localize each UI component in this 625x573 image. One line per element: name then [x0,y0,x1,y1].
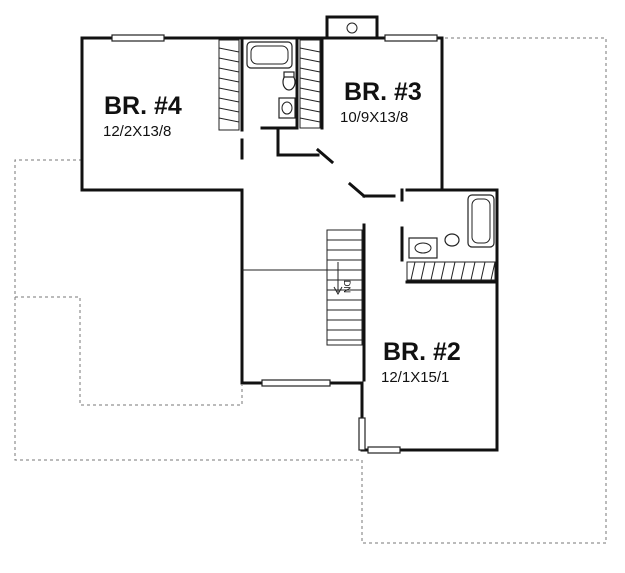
stair-arrow-head [333,286,343,296]
closet-br4-rods [218,47,240,123]
bathtub-upper-inner [250,45,289,65]
door-br2 [347,181,367,199]
porch-outline [15,296,243,406]
stair-outline [326,229,363,346]
closet-br3 [299,39,321,129]
bathtub-lower [467,194,495,248]
toilet-upper-tank [283,71,295,78]
wall-br4-outer [80,36,499,452]
chimney [325,15,379,40]
roof-outline-right [361,37,607,544]
closet-br4 [218,39,240,131]
windows [111,34,438,454]
room-labels: BR. #4 12/2X13/8 BR. #3 10/9X13/8 BR. #2… [103,78,461,386]
window-br3 [384,34,438,42]
door-br3 [315,147,335,165]
room-name-br2: BR. #2 [383,338,461,366]
staircase: DN [326,229,363,346]
sink-lower [408,237,438,259]
closet-br3-rods [299,47,321,123]
wall-linen [276,128,320,157]
doors [315,147,396,199]
interior-walls [240,36,499,382]
room-size-br4: 12/2X13/8 [103,123,171,140]
roof-outline [14,37,607,544]
room-name-br4: BR. #4 [104,92,182,120]
bathtub-lower-inner [471,198,491,244]
chimney-flue [346,22,358,34]
sink-upper [278,97,296,119]
room-size-br3: 10/9X13/8 [340,109,408,126]
stair-direction-label: DN [342,280,352,293]
room-size-br2: 12/1X15/1 [381,369,449,386]
window-br2-side [358,417,366,451]
sink-upper-basin [281,101,293,115]
closet-br2-rods [410,261,496,281]
stair-treads [327,239,362,341]
bathtub-upper [246,41,293,69]
toilet-lower [444,233,460,247]
sink-lower-basin [414,242,432,254]
window-br4 [111,34,165,42]
room-name-br3: BR. #3 [344,78,422,106]
closets [218,39,496,281]
window-br2-bottom [367,446,401,454]
roof-outline-left [14,159,362,461]
exterior-walls [80,15,499,452]
window-stair [261,379,331,387]
bath-fixtures [246,41,495,259]
